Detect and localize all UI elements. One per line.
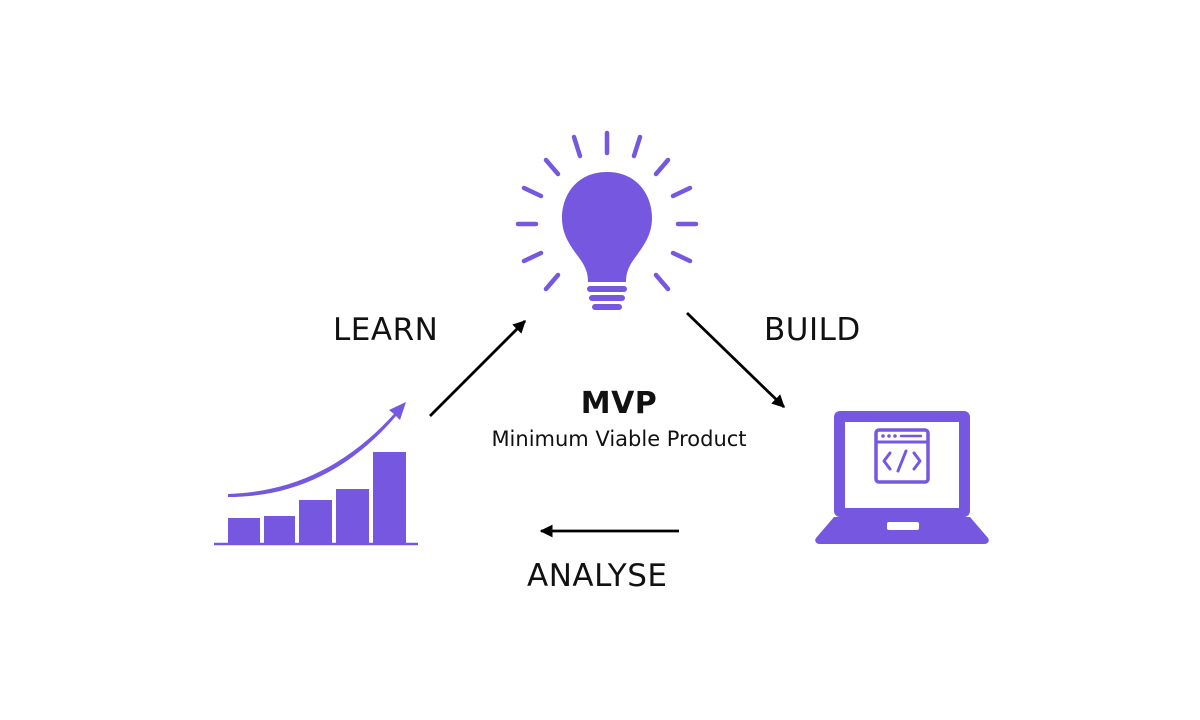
step-label-build: BUILD bbox=[764, 312, 861, 348]
laptop-code-icon bbox=[815, 411, 989, 544]
arrow-build bbox=[686, 311, 785, 409]
arrow-learn bbox=[429, 320, 526, 417]
mvp-title: MVP bbox=[580, 386, 658, 421]
mvp-subtitle: Minimum Viable Product bbox=[491, 427, 747, 451]
center-title-block: MVP Minimum Viable Product bbox=[440, 386, 798, 451]
step-label-learn: LEARN bbox=[333, 312, 439, 348]
step-label-analyse: ANALYSE bbox=[527, 558, 668, 594]
lightbulb-icon bbox=[515, 130, 699, 310]
growth-chart-icon bbox=[214, 402, 418, 546]
